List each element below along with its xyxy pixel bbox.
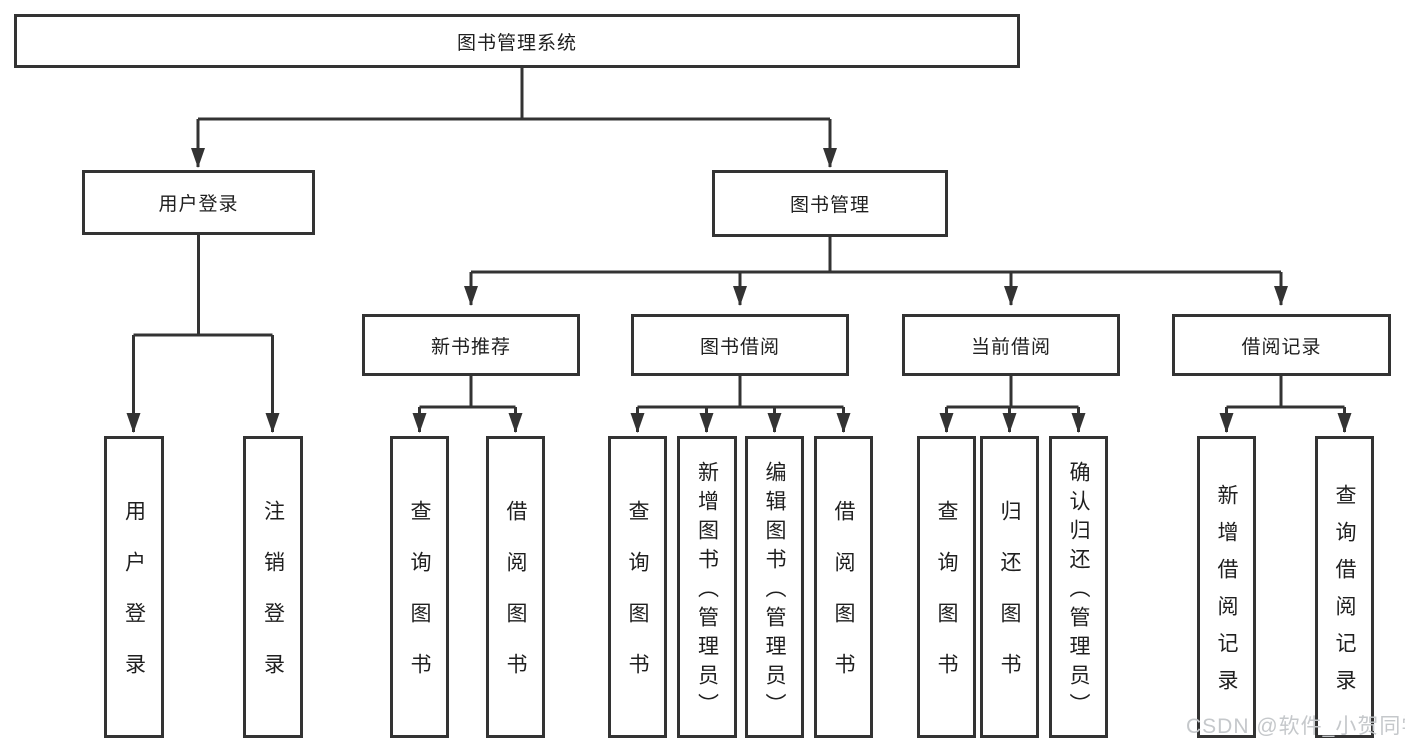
leaf-query-books-recommend: 查询图书 xyxy=(390,436,449,738)
leaf-label: 归还图书 xyxy=(998,500,1021,704)
leaf-logout: 注销登录 xyxy=(243,436,303,738)
leaf-label: 新增借阅记录 xyxy=(1215,484,1238,706)
leaf-query-books-borrow: 查询图书 xyxy=(608,436,667,738)
node-label: 新书推荐 xyxy=(430,336,511,358)
node-label: 图书管理系统 xyxy=(456,32,577,54)
csdn-watermark: CSDN @软件_小贺同学 xyxy=(1186,715,1405,738)
leaf-label: 确认归还（管理员） xyxy=(1067,460,1090,722)
leaf-query-borrow-record: 查询借阅记录 xyxy=(1315,436,1374,738)
node-book-management: 图书管理 xyxy=(712,170,948,237)
node-label: 用户登录 xyxy=(158,194,239,215)
leaf-label: 查询借阅记录 xyxy=(1333,484,1356,706)
node-label: 借阅记录 xyxy=(1241,336,1322,358)
leaf-borrow-books-recommend: 借阅图书 xyxy=(486,436,545,738)
leaf-label: 用户登录 xyxy=(122,500,146,704)
node-label: 图书借阅 xyxy=(699,336,780,358)
leaf-label: 查询图书 xyxy=(408,500,431,704)
leaf-label: 借阅图书 xyxy=(832,500,855,704)
leaf-label: 查询图书 xyxy=(626,500,649,704)
leaf-add-borrow-record: 新增借阅记录 xyxy=(1197,436,1256,738)
node-new-book-recommendation: 新书推荐 xyxy=(362,314,580,376)
trunk-lines xyxy=(133,68,1345,409)
leaf-return-book: 归还图书 xyxy=(980,436,1039,738)
node-current-borrowing: 当前借阅 xyxy=(902,314,1120,376)
leaf-query-books-current: 查询图书 xyxy=(917,436,976,738)
node-label: 当前借阅 xyxy=(970,336,1051,358)
node-root-library-management-system: 图书管理系统 xyxy=(14,14,1020,68)
leaf-confirm-return-admin: 确认归还（管理员） xyxy=(1049,436,1108,738)
node-book-borrowing: 图书借阅 xyxy=(631,314,849,376)
leaf-label: 编辑图书（管理员） xyxy=(763,460,786,722)
leaf-edit-book-admin: 编辑图书（管理员） xyxy=(745,436,804,738)
leaf-label: 借阅图书 xyxy=(504,500,527,704)
node-borrowing-records: 借阅记录 xyxy=(1172,314,1391,376)
leaf-borrow-books: 借阅图书 xyxy=(814,436,873,738)
leaf-label: 查询图书 xyxy=(935,500,958,704)
node-user-login: 用户登录 xyxy=(82,170,315,235)
leaf-label: 新增图书（管理员） xyxy=(695,460,719,722)
leaf-label: 注销登录 xyxy=(261,500,285,704)
leaf-user-login: 用户登录 xyxy=(104,436,164,738)
node-label: 图书管理 xyxy=(789,195,870,216)
leaf-add-book-admin: 新增图书（管理员） xyxy=(677,436,737,738)
